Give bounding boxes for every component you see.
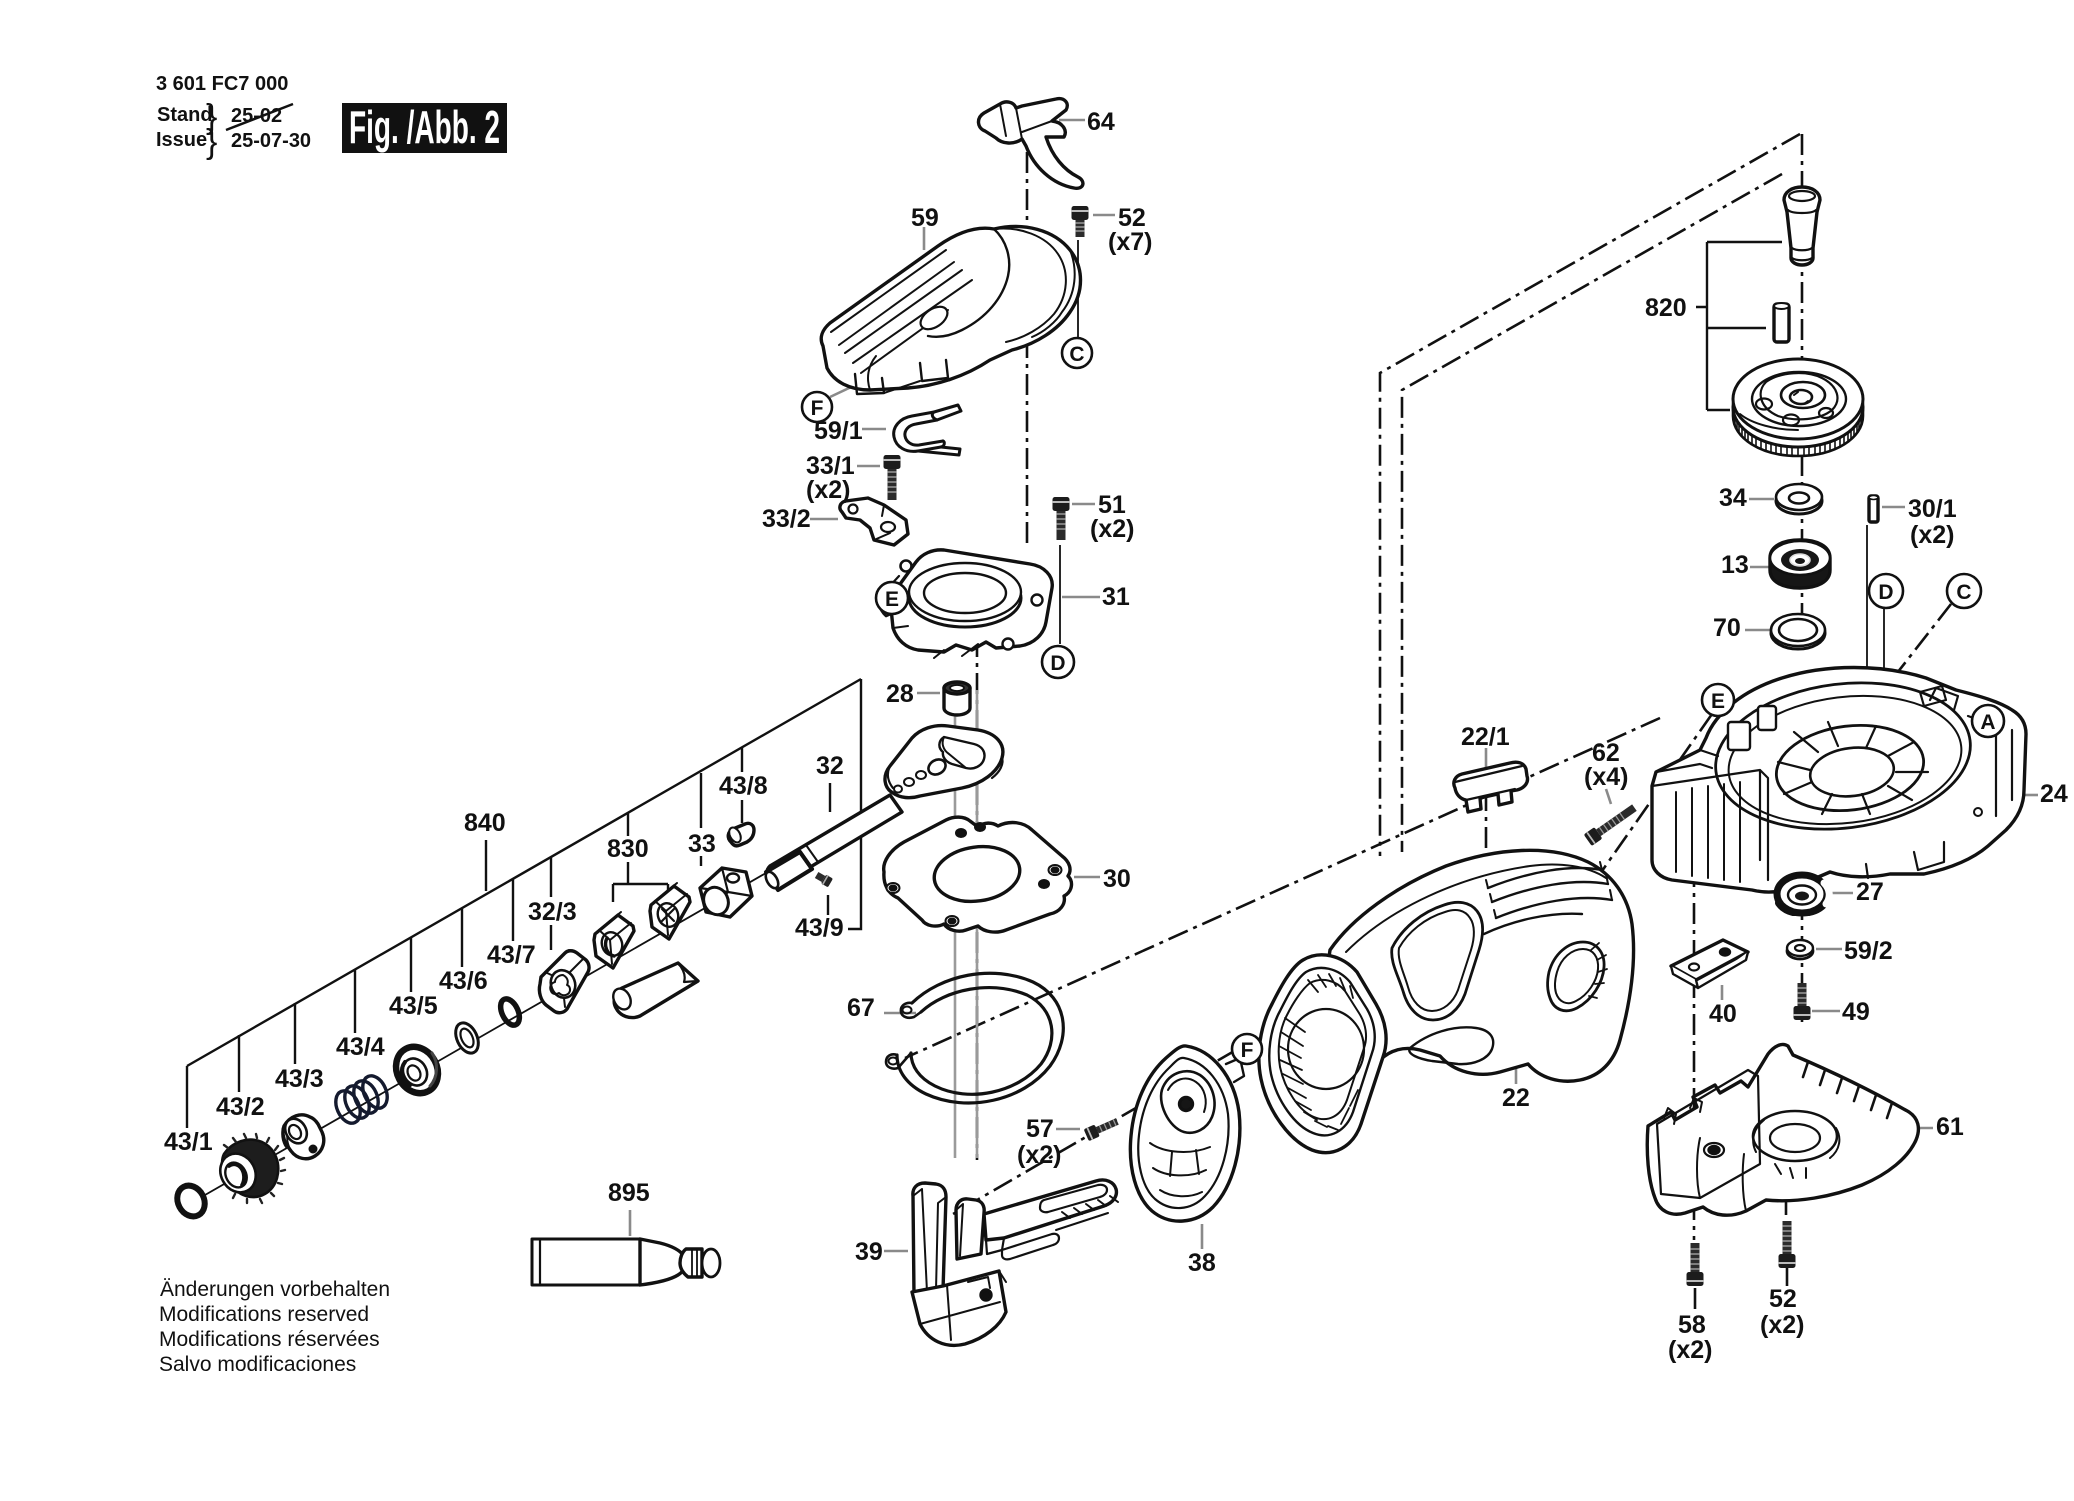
svg-text:32: 32	[816, 752, 844, 780]
svg-text:C: C	[1069, 343, 1084, 366]
svg-text:51: 51	[1098, 491, 1126, 519]
svg-text:43/6: 43/6	[439, 967, 488, 995]
svg-text:30: 30	[1103, 865, 1131, 893]
svg-text:28: 28	[886, 680, 914, 708]
svg-text:D: D	[1878, 581, 1893, 604]
svg-text:F: F	[1241, 1039, 1254, 1062]
svg-text:62: 62	[1592, 739, 1620, 767]
svg-text:}: }	[206, 123, 217, 161]
svg-text:43/9: 43/9	[795, 914, 844, 942]
svg-text:C: C	[1956, 581, 1971, 604]
svg-text:Fig. /Abb. 2: Fig. /Abb. 2	[349, 101, 500, 153]
svg-text:61: 61	[1936, 1113, 1964, 1141]
svg-text:3 601 FC7 000: 3 601 FC7 000	[156, 73, 288, 95]
svg-text:Stand: Stand	[157, 104, 213, 126]
svg-text:D: D	[1050, 652, 1065, 675]
svg-text:E: E	[1711, 690, 1725, 713]
svg-text:43/8: 43/8	[719, 772, 768, 800]
svg-text:Salvo modificaciones: Salvo modificaciones	[159, 1353, 356, 1376]
svg-text:33/1: 33/1	[806, 452, 855, 480]
svg-text:43/3: 43/3	[275, 1065, 324, 1093]
svg-text:59: 59	[911, 204, 939, 232]
svg-text:895: 895	[608, 1179, 650, 1207]
svg-text:22: 22	[1502, 1084, 1530, 1112]
svg-text:39: 39	[855, 1238, 883, 1266]
svg-text:58: 58	[1678, 1311, 1706, 1339]
svg-text:(x2): (x2)	[1910, 521, 1954, 549]
svg-text:820: 820	[1645, 294, 1687, 322]
svg-text:59/2: 59/2	[1844, 937, 1893, 965]
svg-text:43/4: 43/4	[336, 1033, 385, 1061]
svg-text:(x2): (x2)	[806, 476, 850, 504]
svg-text:34: 34	[1719, 484, 1747, 512]
svg-text:(x2): (x2)	[1668, 1336, 1712, 1364]
svg-text:(x2): (x2)	[1090, 515, 1134, 543]
svg-text:67: 67	[847, 994, 875, 1022]
svg-text:32/3: 32/3	[528, 898, 577, 926]
svg-text:30/1: 30/1	[1908, 495, 1957, 523]
svg-text:25-02: 25-02	[231, 105, 282, 127]
svg-text:33/2: 33/2	[762, 505, 811, 533]
svg-text:13: 13	[1721, 551, 1749, 579]
svg-text:52: 52	[1769, 1285, 1797, 1313]
svg-text:830: 830	[607, 835, 649, 863]
svg-text:70: 70	[1713, 614, 1741, 642]
svg-text:43/5: 43/5	[389, 992, 438, 1020]
svg-text:49: 49	[1842, 998, 1870, 1026]
svg-text:A: A	[1980, 711, 1995, 734]
svg-text:64: 64	[1087, 108, 1115, 136]
svg-text:24: 24	[2040, 780, 2068, 808]
svg-text:E: E	[885, 588, 899, 611]
svg-text:25-07-30: 25-07-30	[231, 130, 311, 152]
svg-text:22/1: 22/1	[1461, 723, 1510, 751]
svg-text:57: 57	[1026, 1115, 1054, 1143]
svg-text:31: 31	[1102, 583, 1130, 611]
svg-text:40: 40	[1709, 1000, 1737, 1028]
svg-text:43/2: 43/2	[216, 1093, 265, 1121]
svg-text:52: 52	[1118, 204, 1146, 232]
svg-text:(x7): (x7)	[1108, 228, 1152, 256]
svg-text:43/7: 43/7	[487, 941, 536, 969]
svg-text:38: 38	[1188, 1249, 1216, 1277]
svg-text:27: 27	[1856, 878, 1884, 906]
svg-text:33: 33	[688, 830, 716, 858]
svg-text:Issue: Issue	[156, 129, 207, 151]
svg-text:F: F	[811, 397, 824, 420]
svg-text:Modifications reserved: Modifications reserved	[159, 1303, 369, 1326]
svg-text:(x2): (x2)	[1017, 1141, 1061, 1169]
svg-text:840: 840	[464, 809, 506, 837]
svg-text:(x2): (x2)	[1760, 1311, 1804, 1339]
svg-text:}: }	[206, 98, 217, 136]
svg-text:43/1: 43/1	[164, 1128, 213, 1156]
svg-text:Änderungen vorbehalten: Änderungen vorbehalten	[160, 1278, 390, 1301]
svg-text:(x4): (x4)	[1584, 763, 1628, 791]
svg-text:Modifications réservées: Modifications réservées	[159, 1328, 380, 1351]
